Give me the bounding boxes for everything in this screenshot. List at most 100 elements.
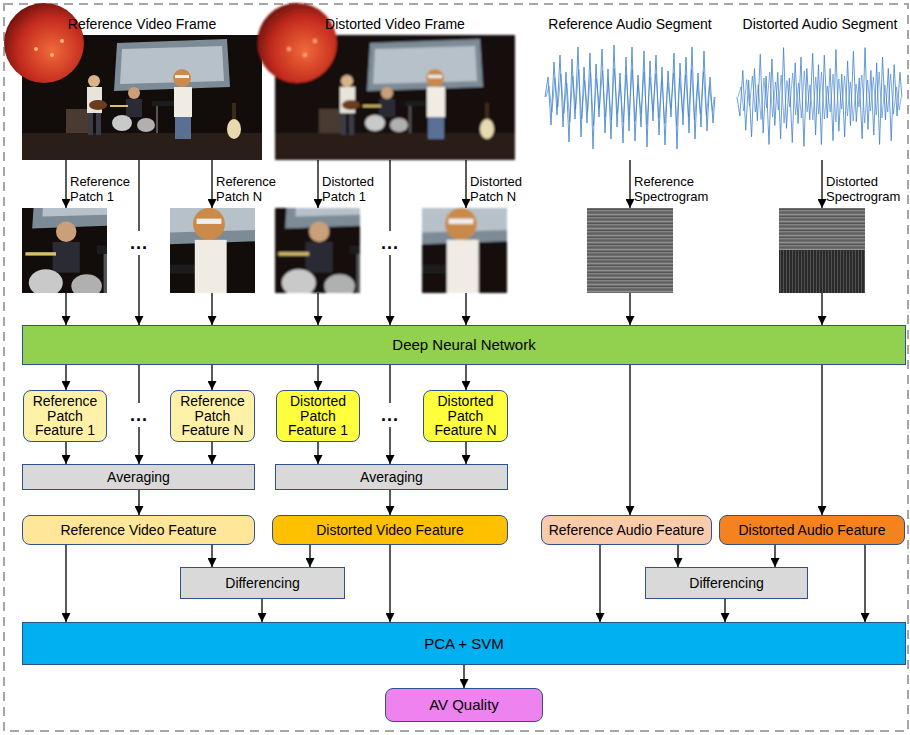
flow-arrow: [138, 490, 139, 515]
distorted-waveform: [737, 48, 902, 147]
distorted-spectrogram-image: [779, 250, 865, 293]
flow-arrow: [465, 160, 466, 208]
flow-arrow: [211, 160, 212, 208]
distorted-frame-image: [257, 3, 515, 160]
audio-waveform: Reference Audio Segment: [545, 35, 715, 160]
image-heading: Distorted Video Frame: [275, 16, 515, 32]
flow-arrow: [65, 365, 66, 390]
box-label: PCA + SVM: [424, 635, 504, 652]
flow-arrow: [389, 490, 390, 515]
image-heading: Reference Spectrogram: [634, 175, 714, 205]
output-box: AV Quality: [385, 688, 543, 722]
flow-arrow: [211, 442, 212, 464]
flow-arrow: [774, 545, 775, 567]
reference-waveform: [545, 45, 715, 149]
spectrogram: Distorted Spectrogram: [779, 208, 865, 293]
flow-arrow: [629, 160, 630, 208]
ellipsis-label: ...: [379, 403, 401, 427]
flow-arrow: [629, 293, 630, 325]
box-label: Reference Patch Feature N: [175, 394, 250, 438]
box-label: Differencing: [225, 575, 299, 591]
feature-box: Distorted Video Feature: [272, 515, 508, 545]
flow-arrow: [261, 599, 262, 622]
flow-arrow: [389, 545, 390, 622]
dashed-frame: [4, 4, 908, 731]
reference-waveform: [546, 68, 714, 125]
image-heading: Distorted Patch 1: [322, 175, 392, 205]
flow-arrow: [211, 293, 212, 325]
flow-arrow: [677, 545, 678, 567]
box-label: Averaging: [360, 469, 423, 485]
image-patch: Reference Patch 1: [22, 208, 107, 293]
flow-arrow: [211, 365, 212, 390]
feature-box: Reference Patch Feature 1: [23, 390, 107, 442]
feature-box: Reference Audio Feature: [541, 515, 712, 545]
feature-box: Distorted Audio Feature: [719, 515, 905, 545]
edge-label-holder: ...: [128, 403, 150, 427]
spectrogram: Reference Spectrogram: [587, 208, 673, 293]
feature-box: Reference Video Feature: [22, 515, 255, 545]
flow-arrow: [599, 545, 600, 622]
flow-arrow: [65, 545, 66, 622]
box-label: Differencing: [689, 575, 763, 591]
flow-arrow: [317, 365, 318, 390]
image-heading: Distorted Audio Segment: [737, 16, 903, 32]
flow-arrow: [65, 442, 66, 464]
flow-arrow: [309, 545, 310, 567]
video-frame: Distorted Video Frame: [275, 35, 515, 160]
image-patch: Reference Patch N: [170, 208, 255, 293]
distorted-waveform: [738, 71, 901, 123]
box-label: Distorted Patch Feature 1: [281, 394, 355, 438]
feature-box: Reference Patch Feature N: [170, 390, 255, 442]
flow-arrow: [821, 160, 822, 208]
ellipsis-label: ...: [128, 231, 150, 255]
distorted-spectrogram-image: [779, 208, 865, 250]
feature-box: Distorted Patch Feature 1: [276, 390, 360, 442]
flow-arrow: [317, 160, 318, 208]
flow-arrow: [465, 293, 466, 325]
box-label: Reference Audio Feature: [549, 522, 705, 538]
box-label: Deep Neural Network: [392, 336, 535, 353]
reference-spectrogram-image: [587, 208, 673, 293]
reference-frame-image: [4, 3, 262, 160]
audio-waveform: Distorted Audio Segment: [737, 35, 903, 160]
flow-arrow: [317, 293, 318, 325]
box-label: Reference Video Feature: [60, 522, 216, 538]
image-patch: Distorted Patch 1: [275, 208, 360, 293]
image-heading: Distorted Spectrogram: [826, 175, 904, 205]
image-heading: Reference Patch 1: [70, 175, 140, 205]
image-heading: Distorted Patch N: [470, 175, 540, 205]
flow-arrow: [821, 293, 822, 325]
process-box: Differencing: [180, 567, 345, 599]
flow-arrow: [65, 160, 66, 208]
flow-arrow: [864, 545, 865, 622]
flow-arrow: [821, 365, 822, 515]
process-box: PCA + SVM: [22, 622, 906, 665]
video-frame: Reference Video Frame: [22, 35, 262, 160]
edge-label-holder: ...: [128, 231, 150, 255]
edge-label-holder: ...: [379, 403, 401, 427]
flow-arrow: [629, 365, 630, 515]
process-box: Averaging: [275, 464, 508, 490]
process-box: Differencing: [645, 567, 808, 599]
image-patch: Distorted Patch N: [422, 208, 507, 293]
flow-arrow: [317, 442, 318, 464]
image-heading: Reference Video Frame: [22, 16, 262, 32]
distorted-spectrogram-image: [779, 250, 865, 293]
flow-arrow: [463, 665, 464, 688]
flow-arrow: [724, 599, 725, 622]
image-heading: Reference Audio Segment: [545, 16, 715, 32]
box-label: Distorted Video Feature: [316, 522, 464, 538]
flow-arrow: [211, 545, 212, 567]
distorted-frame-image: [257, 3, 515, 160]
box-label: Reference Patch Feature 1: [28, 394, 102, 438]
feature-box: Distorted Patch Feature N: [423, 390, 508, 442]
ellipsis-label: ...: [128, 403, 150, 427]
box-label: AV Quality: [429, 696, 499, 713]
flow-arrow: [65, 293, 66, 325]
flow-arrow: [465, 442, 466, 464]
box-label: Distorted Patch Feature N: [428, 394, 503, 438]
ellipsis-label: ...: [379, 231, 401, 255]
reference-spectrogram-image: [587, 208, 673, 293]
